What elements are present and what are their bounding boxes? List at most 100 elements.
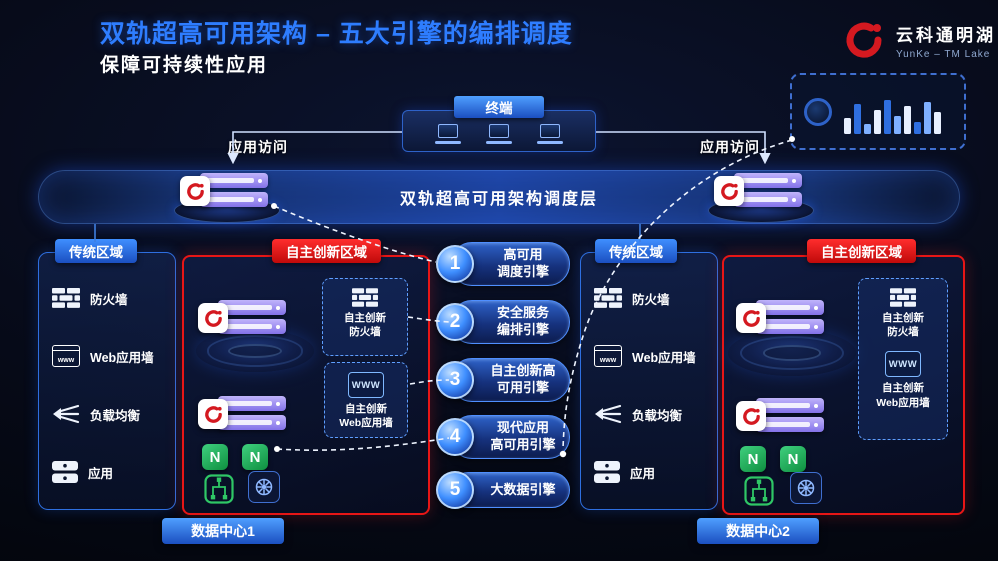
server-bar <box>200 173 268 188</box>
yunke-logo-icon <box>846 22 882 58</box>
trad-item-loadbalancer: 负载均衡 <box>52 399 140 429</box>
trad-item-label: 负载均衡 <box>90 408 141 423</box>
engine-number: 1 <box>436 245 474 283</box>
dashboard-bar <box>874 109 881 134</box>
label-line: 自主创新 <box>344 312 386 324</box>
yunke-chip-icon <box>180 176 210 206</box>
trad-item-loadbalancer: 负载均衡 <box>594 399 682 429</box>
server-slot <box>224 401 272 406</box>
zone-tag-text: 自主创新区域 <box>821 245 902 260</box>
server-slot <box>224 324 272 329</box>
access-label-right: 应用访问 <box>700 139 760 155</box>
yunke-chip-icon <box>198 303 228 333</box>
server-led <box>792 197 796 202</box>
server-led <box>792 178 796 183</box>
innovation-panel-dc2: 自主创新 防火墙 WWW 自主创新 Web应用墙 <box>858 278 948 440</box>
nginx-letter: N <box>747 450 759 468</box>
traditional-zone-label-dc2: 传统区域 <box>595 239 677 263</box>
dashboard-bar <box>884 99 891 134</box>
server-led <box>814 305 818 310</box>
brand-name: 云科通明湖 <box>896 25 996 45</box>
engine-4: 现代应用 高可用引擎 4 <box>436 415 570 459</box>
label-line: Web应用墙 <box>339 417 393 430</box>
engine-5: 大数据引擎 5 <box>436 471 570 509</box>
laptop-icon <box>536 124 563 144</box>
terminal-label: 终端 <box>454 96 544 118</box>
zone-tag-text: 自主创新区域 <box>286 245 367 260</box>
load-balancer-icon <box>53 404 80 424</box>
firewall-icon <box>594 288 622 308</box>
label-line: 编排引擎 <box>496 322 549 337</box>
server-led <box>258 197 262 202</box>
label-line: 防火墙 <box>349 326 381 339</box>
kubernetes-icon <box>797 479 815 497</box>
server-slot <box>206 178 254 183</box>
band-appliance-right <box>700 173 820 224</box>
server-bar <box>734 192 802 207</box>
dashboard-bar <box>924 101 931 134</box>
trad-item-label: 应用 <box>88 466 114 481</box>
circuit-icon <box>744 476 774 506</box>
brand-subname: YunKe – TM Lake <box>896 48 991 60</box>
www-icon: WWW <box>348 372 384 398</box>
load-balancer-icon <box>595 404 622 424</box>
web-app-wall-icon: www <box>52 345 80 367</box>
innovation-waf-label: 自主创新 Web应用墙 <box>339 402 392 430</box>
trad-item-label: 防火墙 <box>632 292 670 307</box>
label-line: 自主创新 <box>344 403 387 415</box>
trad-item-label: 防火墙 <box>90 292 128 307</box>
label-line: 现代应用 <box>496 420 549 436</box>
innovation-zone-label-dc1: 自主创新区域 <box>272 239 381 263</box>
trad-item-app: 应用 <box>594 457 655 487</box>
trad-item-waf: www Web应用墙 <box>594 341 696 371</box>
server-bar <box>756 398 824 413</box>
server-slot <box>740 178 788 183</box>
www-icon: WWW <box>885 351 921 378</box>
monitoring-panel <box>790 73 966 150</box>
engine-label: 大数据引擎 <box>490 482 555 499</box>
label-line: 大数据引擎 <box>490 481 556 497</box>
label-line: 调度引擎 <box>496 264 549 279</box>
yunke-chip-icon <box>714 176 744 206</box>
engine-label: 安全服务 编排引擎 <box>497 305 549 339</box>
trad-item-app: 应用 <box>52 457 113 487</box>
zone-tag-text: 传统区域 <box>609 245 663 260</box>
server-bar <box>218 319 286 334</box>
trad-item-label: Web应用墙 <box>632 350 696 365</box>
yunke-chip-icon <box>736 401 766 431</box>
page-subtitle: 保障可持续性应用 <box>100 55 269 76</box>
server-appliance-icon <box>714 173 802 213</box>
label-line: 自主创新高 <box>490 363 556 379</box>
dc-tag-text: 数据中心1 <box>191 523 255 539</box>
server-appliance-icon <box>736 398 824 438</box>
nginx-icon: N <box>780 446 806 472</box>
server-appliance-icon <box>180 173 268 213</box>
server-led <box>814 324 818 329</box>
label-line: 高可用 <box>503 247 543 263</box>
server-slot <box>224 420 272 425</box>
label-line: 防火墙 <box>887 326 919 339</box>
server-slot <box>740 197 788 202</box>
brand-logo: 云科通明湖 YunKe – TM Lake <box>842 18 996 62</box>
app-icon <box>594 461 620 483</box>
server-slot <box>762 324 810 329</box>
server-bar <box>756 319 824 334</box>
brand-text: 云科通明湖 YunKe – TM Lake <box>896 21 996 60</box>
traditional-zone-label-dc1: 传统区域 <box>55 239 137 263</box>
yunke-chip-icon <box>198 399 228 429</box>
firewall-icon <box>352 288 378 307</box>
www-glyph: www <box>57 357 75 364</box>
engine-pill: 自主创新高 可用引擎 <box>450 358 570 402</box>
server-led <box>276 420 280 425</box>
kubernetes-icon <box>255 478 273 496</box>
trad-item-label: 负载均衡 <box>632 408 683 423</box>
dashboard-bar <box>904 105 911 134</box>
server-slot <box>762 403 810 408</box>
label-line: 安全服务 <box>496 305 549 321</box>
label-line: Web应用墙 <box>876 396 930 409</box>
server-bar <box>734 173 802 188</box>
server-slot <box>762 422 810 427</box>
dc-tag-text: 数据中心2 <box>726 523 790 539</box>
dashboard-bar <box>844 117 851 134</box>
